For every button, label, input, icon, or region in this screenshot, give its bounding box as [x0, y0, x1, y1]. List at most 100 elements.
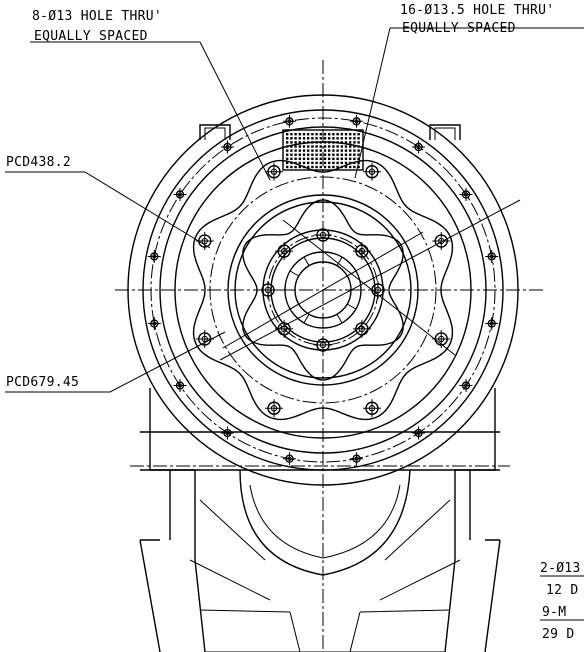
grille-hole	[336, 165, 339, 169]
grille-hole	[302, 161, 306, 165]
hub-spoke	[303, 313, 310, 324]
note-line-3: 9-M	[542, 605, 566, 620]
grille-hole	[344, 157, 348, 160]
grille-hole	[286, 137, 289, 140]
grille-hole	[307, 161, 310, 165]
grille-hole	[298, 161, 301, 165]
grille-hole	[290, 133, 293, 136]
grille-hole	[336, 137, 339, 140]
grille-hole	[336, 161, 339, 165]
grille-hole	[328, 165, 331, 169]
grille-hole	[307, 157, 310, 160]
grille-hole	[328, 145, 331, 148]
grille-hole	[302, 141, 306, 144]
grille-hole	[357, 149, 360, 152]
outer-bolt-hole	[459, 379, 473, 393]
note-line-1: 2-Ø13	[540, 561, 581, 576]
grille-hole	[336, 157, 339, 160]
grille-hole	[349, 133, 352, 136]
grille-hole	[344, 165, 348, 169]
grille-hole	[290, 141, 293, 144]
plate-bolt-hole	[362, 399, 381, 418]
grille-hole	[349, 145, 352, 148]
grille-hole	[298, 133, 301, 136]
hub-spoke	[346, 303, 357, 310]
grille-hole	[344, 145, 348, 148]
housing-base	[130, 388, 510, 652]
grille-hole	[294, 137, 297, 140]
grille-hole	[319, 157, 322, 160]
note-line-4: 29 D	[542, 627, 575, 642]
grille-hole	[340, 157, 343, 160]
outer-bolt-holes	[147, 114, 499, 466]
grille-hole	[302, 137, 306, 140]
grille-hole	[311, 165, 314, 169]
grille-hole	[328, 133, 331, 136]
grille-hole	[340, 153, 343, 156]
grille-hole	[311, 153, 314, 156]
grille-hole	[319, 137, 322, 140]
grille-hole	[349, 161, 352, 165]
outer-bolt-hole	[459, 187, 473, 201]
grille-hole	[323, 137, 327, 140]
outer-bolt-hole	[220, 426, 234, 440]
outer-bolt-hole	[147, 317, 161, 331]
top-grille	[282, 129, 364, 171]
grille-hole	[307, 149, 310, 152]
hub-spoke	[336, 313, 343, 324]
grille-hole	[315, 133, 318, 136]
grille-hole	[340, 145, 343, 148]
grille-hole	[302, 133, 306, 136]
outer-bolt-hole	[350, 114, 364, 128]
grille-hole	[332, 145, 335, 148]
outer-bolt-hole	[485, 317, 499, 331]
grille-hole	[319, 149, 322, 152]
pcd-outer-label: PCD679.45	[6, 375, 79, 390]
grille-hole	[357, 157, 360, 160]
grille-hole	[349, 157, 352, 160]
grille-hole	[323, 157, 327, 160]
grille-hole	[332, 149, 335, 152]
grille-hole	[336, 133, 339, 136]
outer-bolt-hole	[350, 452, 364, 466]
plate-bolt-hole	[265, 399, 284, 418]
grille-hole	[286, 161, 289, 165]
grille-hole	[328, 153, 331, 156]
grille-hole	[307, 133, 310, 136]
grille-hole	[290, 149, 293, 152]
grille-hole	[323, 145, 327, 148]
grille-hole	[298, 165, 301, 169]
grille-hole	[353, 137, 356, 140]
grille-hole	[311, 157, 314, 160]
grille-hole	[307, 165, 310, 169]
hole-8-spacing-label: EQUALLY SPACED	[34, 29, 148, 44]
outer-bolt-hole	[412, 140, 426, 154]
hub-spoke	[303, 256, 310, 267]
grille-hole	[294, 157, 297, 160]
grille-hole	[349, 141, 352, 144]
grille-hole	[302, 149, 306, 152]
grille-hole	[340, 141, 343, 144]
grille-hole	[298, 157, 301, 160]
grille-hole	[311, 161, 314, 165]
grille-hole	[323, 149, 327, 152]
grille-hole	[315, 161, 318, 165]
grille-hole	[319, 133, 322, 136]
grille-hole	[340, 161, 343, 165]
grille-hole	[315, 157, 318, 160]
grille-hole	[336, 153, 339, 156]
hub-bolt-hole	[352, 242, 371, 261]
grille-hole	[315, 137, 318, 140]
grille-hole	[357, 133, 360, 136]
note-line-2: 12 D	[546, 583, 579, 598]
grille-hole	[294, 149, 297, 152]
grille-hole	[357, 153, 360, 156]
grille-hole	[315, 149, 318, 152]
grille-hole	[332, 137, 335, 140]
grille-hole	[353, 133, 356, 136]
grille-hole	[344, 161, 348, 165]
grille-hole	[290, 153, 293, 156]
grille-hole	[349, 165, 352, 169]
outer-bolt-hole	[485, 249, 499, 263]
grille-hole	[311, 145, 314, 148]
